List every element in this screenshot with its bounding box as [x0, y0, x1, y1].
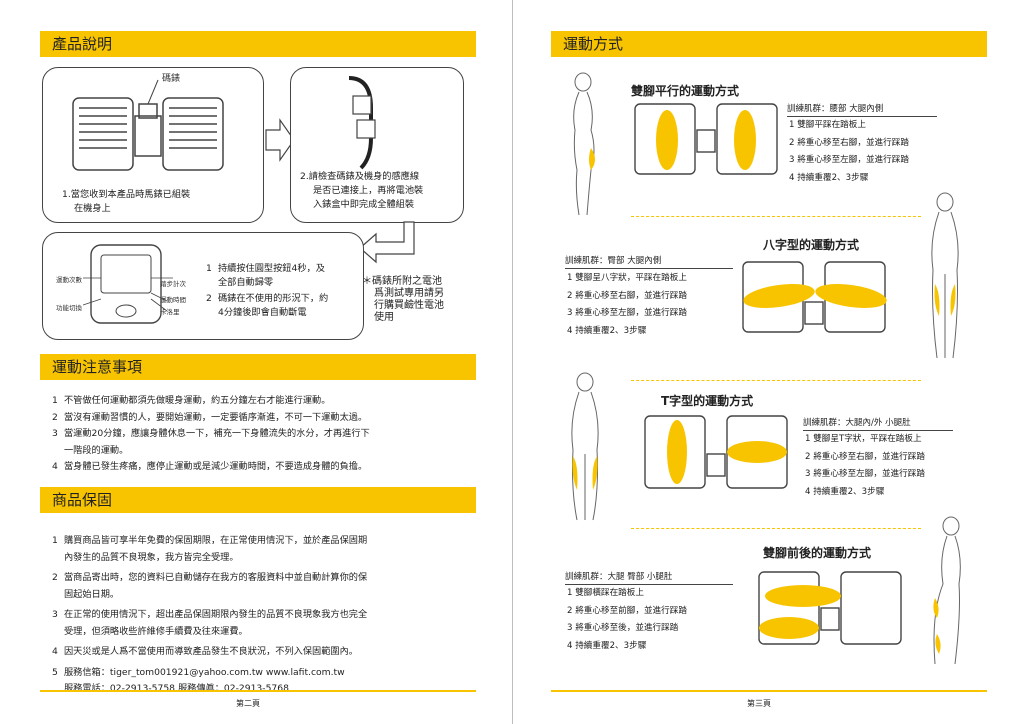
list-item: 固起始日期。 [64, 588, 120, 600]
section-2-underline [565, 268, 733, 269]
box2-line-3: 入錶盒中即完成全體組裝 [313, 199, 415, 210]
box-step-1 [42, 67, 264, 223]
woman-back-figure-2 [931, 192, 959, 359]
divider-1 [631, 216, 921, 217]
box1-line-2: 在機身上 [74, 203, 111, 214]
section-4-muscles: 訓練肌群：大腿 臀部 小腿肚 [565, 572, 673, 582]
precautions-banner: 運動注意事項 [40, 354, 476, 380]
right-page: 運動方式 雙腳平行的運動方式 訓練肌群：腰部 大腿內側 1 雙腳平踩在踏板上 2… [512, 0, 1024, 724]
box2-line-1: 2.請檢查碼錶及機身的感應線 [300, 171, 420, 182]
list-item: 1 雙腳平踩在踏板上 [789, 120, 866, 130]
list-item: 2 將重心移至右腳，並進行踩踏 [789, 137, 909, 148]
list-item: 3 將重心移至左腳，並進行踩踏 [789, 155, 909, 165]
list-item: 1 雙腳呈T字狀，平踩在踏板上 [805, 434, 922, 444]
list-item: 服務電話：02-2913-5758 服務傳眞：02-2913-5768 [64, 683, 289, 694]
left-page: 產品說明 碼錶 1.當您收到本產品時馬錶已組裝 在機身上 [40, 31, 476, 708]
list-item: 3 將重心移至後，並進行踩踏 [567, 623, 679, 633]
stepper-top-view-illustration [72, 79, 224, 171]
arrow-right-icon [265, 118, 295, 162]
exercise-method-banner: 運動方式 [551, 31, 987, 57]
list-item: 4 持續重覆2、3步驟 [805, 486, 885, 497]
page-number: 第二頁 [236, 699, 260, 708]
divider-3 [631, 528, 921, 529]
section-1-underline [787, 116, 937, 117]
divider-2 [631, 380, 921, 381]
warranty-banner: 商品保固 [40, 487, 476, 513]
list-item: 3 將重心移至左腳，並進行踩踏 [567, 308, 687, 318]
product-description-banner: 產品說明 [40, 31, 476, 57]
stepper-front-back-illustration [758, 571, 902, 645]
stepper-v-shape-illustration [742, 261, 887, 333]
section-4-underline [565, 584, 733, 585]
box2-line-2: 是否已連接上，再將電池裝 [313, 185, 424, 196]
meter-display-illustration [82, 244, 173, 324]
section-3-underline [803, 430, 953, 431]
footer-line [40, 690, 476, 692]
label-calorie: 卡洛里 [160, 308, 180, 316]
section-3-title: T字型的運動方式 [661, 394, 754, 408]
battery-note-1: ＊碼錶所附之電池 [362, 276, 442, 287]
section-1-muscles: 訓練肌群：腰部 大腿內側 [787, 104, 884, 114]
battery-note-2: 爲測試專用請另 [374, 288, 444, 299]
box-step-3 [42, 232, 364, 340]
list-item: 一階段的運動。 [64, 444, 129, 456]
footer-line [551, 690, 987, 692]
stepper-t-shape-illustration [644, 415, 788, 489]
arrow-left-icon [359, 221, 415, 264]
woman-side-figure-4 [933, 516, 961, 665]
section-2-title: 八字型的運動方式 [763, 238, 860, 252]
instruction-2-cont: 4分鐘後即會自動斷電 [218, 307, 307, 318]
label-exercise-time: 運動時間 [160, 296, 186, 304]
section-4-steps: 1 雙腳橫踩在踏板上 2 將重心移至前腳，並進行踩踏 3 將重心移至後，並進行踩… [567, 585, 687, 655]
section-1-steps: 1 雙腳平踩在踏板上 2 將重心移至右腳，並進行踩踏 3 將重心移至左腳，並進行… [789, 117, 909, 187]
battery-note-3: 行購買鹼性電池 [374, 300, 444, 311]
sensor-cable-illustration [348, 76, 376, 170]
list-item: 4 持續重覆2、3步驟 [567, 325, 647, 336]
box1-line-1: 1.當您收到本產品時馬錶已組裝 [62, 189, 191, 200]
box-step-2 [290, 67, 464, 223]
label-step-count: 踏步計次 [160, 280, 186, 288]
section-3-muscles: 訓練肌群：大腿內/外 小腿肚 [803, 418, 911, 428]
woman-back-figure-3 [571, 372, 599, 521]
section-2-muscles: 訓練肌群：臀部 大腿內側 [565, 256, 662, 266]
section-4-title: 雙腳前後的運動方式 [763, 546, 872, 560]
woman-side-figure-1 [573, 72, 595, 216]
label-exercise-count: 運動次數 [56, 276, 82, 284]
list-item: 1 雙腳橫踩在踏板上 [567, 588, 644, 598]
section-1-title: 雙腳平行的運動方式 [631, 84, 740, 98]
battery-note-4: 使用 [374, 312, 394, 323]
list-item: 4 持續重覆2、3步驟 [789, 172, 869, 183]
list-item: 受理，但須略收些許維修手續費及往來運費。 [64, 625, 248, 637]
stepper-parallel-illustration [634, 103, 778, 175]
page-number: 第三頁 [747, 699, 771, 708]
list-item: 1 雙腳呈八字狀，平踩在踏板上 [567, 273, 687, 283]
section-3-steps: 1 雙腳呈T字狀，平踩在踏板上 2 將重心移至右腳，並進行踩踏 3 將重心移至左… [805, 431, 925, 501]
section-2-steps: 1 雙腳呈八字狀，平踩在踏板上 2 將重心移至右腳，並進行踩踏 3 將重心移至左… [567, 270, 687, 340]
list-item: 內發生的品質不良現象，我方皆完全受理。 [64, 551, 239, 563]
list-item: 2 將重心移至前腳，並進行踩踏 [567, 605, 687, 616]
label-function-switch: 功能切換 [56, 304, 82, 312]
meter-label: 碼錶 [162, 74, 181, 84]
list-item: 2 將重心移至右腳，並進行踩踏 [805, 451, 925, 462]
list-item: 2 將重心移至右腳，並進行踩踏 [567, 290, 687, 301]
list-item: 4 持續重覆2、3步驟 [567, 640, 647, 651]
instruction-1-cont: 全部自動歸零 [218, 277, 274, 288]
list-item: 3 將重心移至左腳，並進行踩踏 [805, 469, 925, 479]
